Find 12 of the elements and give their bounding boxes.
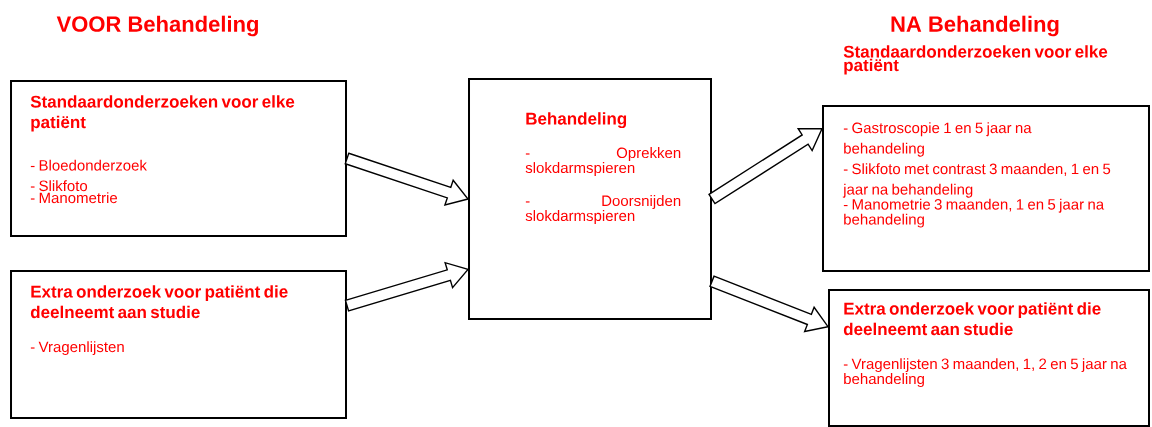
block-arrow — [344, 152, 470, 206]
node-label: Standaardonderzoeken voor elke patiënt — [843, 45, 1108, 75]
block-arrow — [709, 275, 830, 333]
process-box: Extra onderzoek voor patiënt die deelneemt aan studie - Vragenlijsten — [10, 270, 347, 419]
process-box: Standaardonderzoeken voor elke patiënt - Gastroscopie 1 en 5 jaar na behandeling - Slikfoto met contrast 3 maanden, 1 en 5 jaar na behandeling - Manometrie 3 maanden, 1 en 5 jaar na behandeling — [822, 45, 1150, 272]
block-arrow — [708, 127, 824, 205]
heading: VOOR Behandeling — [56, 15, 258, 37]
process-box: Extra onderzoek voor patiënt die deelneemt aan studie - Vragenlijsten 3 maanden, 1, 2 en 5 jaar na behandeling — [828, 289, 1150, 427]
process-box: Behandeling - Oprekken slokdarmspieren - Doorsnijden slokdarmspieren — [468, 78, 712, 320]
heading: NA Behandeling — [891, 15, 1059, 37]
block-arrow — [344, 261, 470, 312]
process-box: Standaardonderzoeken voor elke patiënt - Bloedonderzoek - Slikfoto - Manometrie — [10, 80, 347, 237]
